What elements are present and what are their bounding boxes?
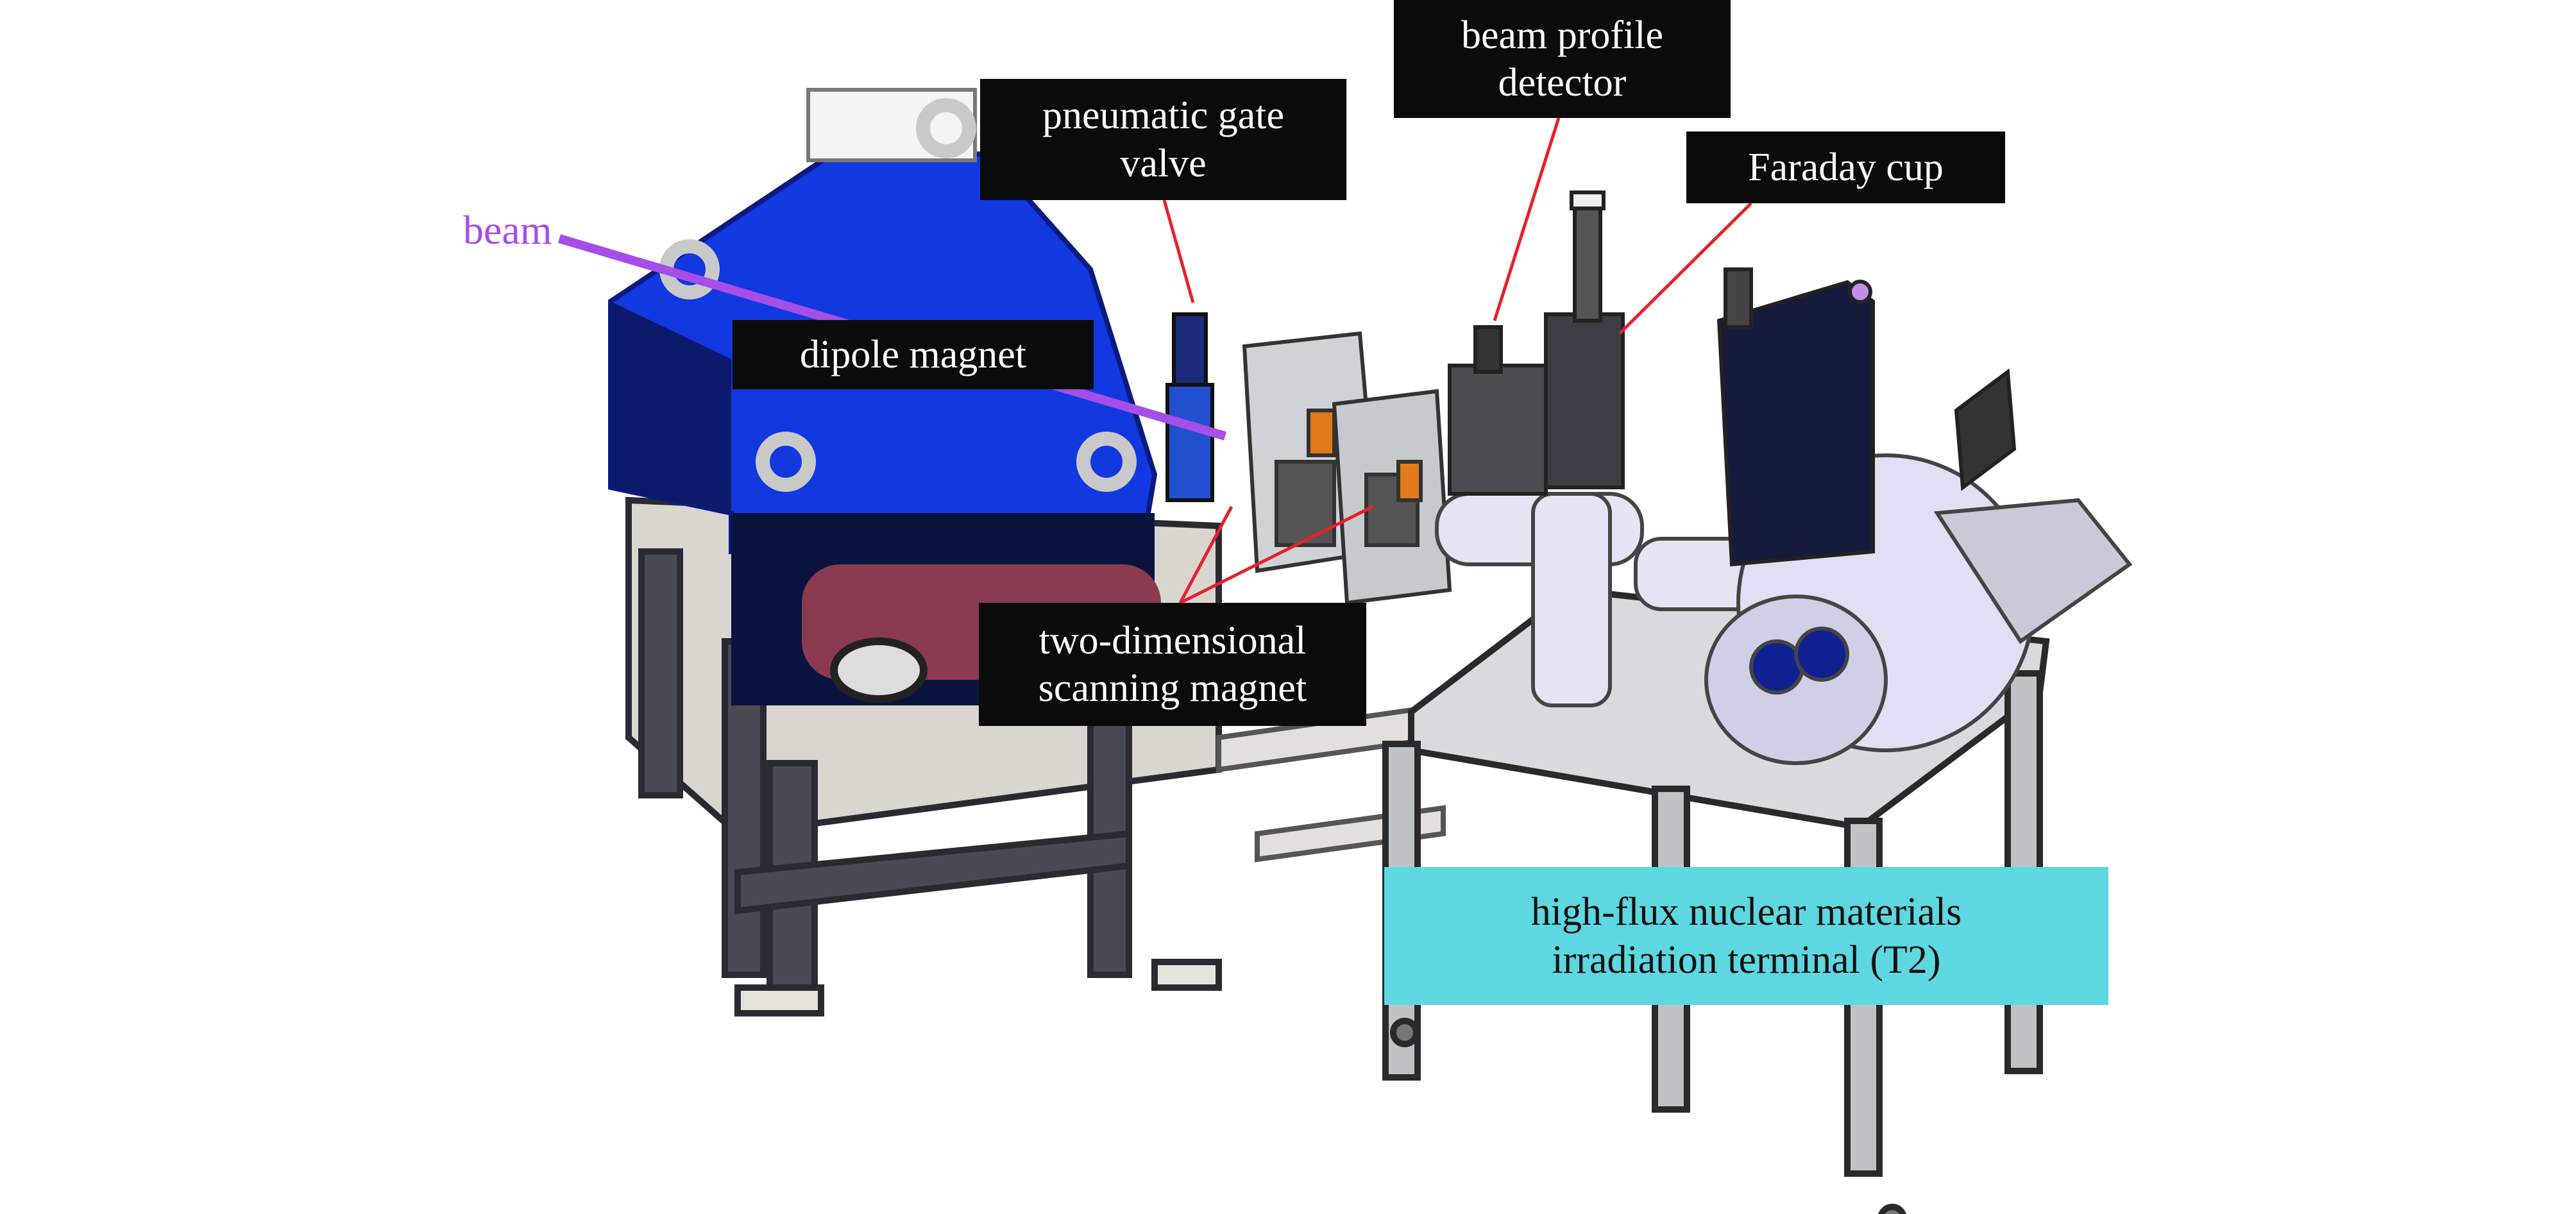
beam-profile-detector-label: beam profile detector	[1394, 0, 1731, 118]
scanning-magnet-label: two-dimensional scanning magnet	[979, 603, 1366, 726]
label-line: two-dimensional	[1038, 618, 1307, 662]
dipole-magnet-label: dipole magnet	[733, 320, 1094, 389]
irradiation-terminal-label: high-flux nuclear materials irradiation …	[1384, 867, 2108, 1005]
label-line: irradiation terminal (T2)	[1552, 938, 1941, 982]
faraday-cup-label-text: Faraday cup	[1748, 145, 1944, 189]
label-line: valve	[1120, 141, 1207, 185]
label-line: scanning magnet	[1038, 666, 1307, 710]
label-line: beam profile	[1461, 13, 1664, 57]
label-line: pneumatic gate	[1042, 94, 1284, 138]
beam-label: beam	[463, 207, 552, 253]
vacuum-chambers	[1435, 453, 2133, 765]
dipole-magnet-label-text: dipole magnet	[800, 332, 1026, 376]
label-line: detector	[1498, 61, 1627, 105]
label-line: high-flux nuclear materials	[1530, 890, 1962, 934]
pneumatic-gate-valve-label: pneumatic gate valve	[980, 79, 1346, 200]
faraday-cup-label: Faraday cup	[1686, 131, 2005, 203]
scanning-magnet-units	[1242, 331, 1452, 605]
gate-valve	[1165, 312, 1214, 502]
leader-lines	[1162, 117, 1752, 605]
detectors	[1448, 190, 2017, 567]
